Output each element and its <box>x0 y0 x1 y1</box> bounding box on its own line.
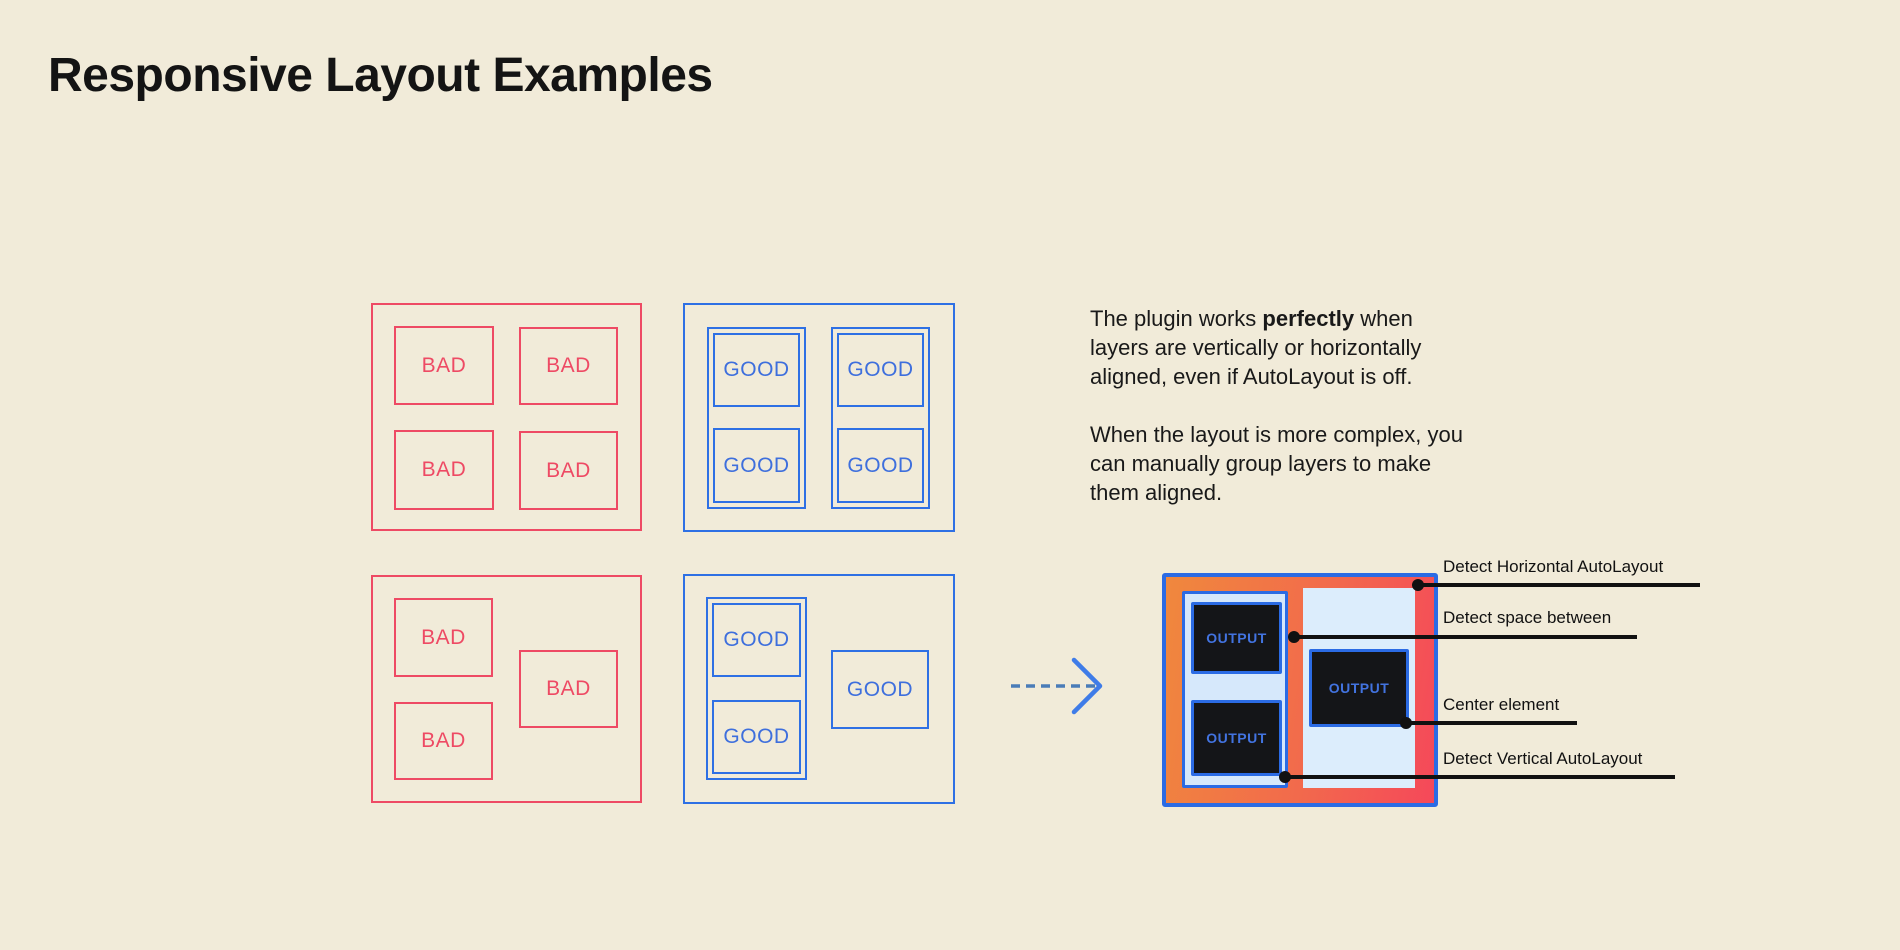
annotation-label: Detect Vertical AutoLayout <box>1443 749 1643 768</box>
annotation-line <box>1406 721 1577 725</box>
bad-box: BAD <box>394 430 494 510</box>
description-text: The plugin works perfectly when layers a… <box>1090 304 1570 507</box>
bad-grid-panel: BAD BAD BAD BAD <box>371 303 642 531</box>
annotation-dot <box>1412 579 1424 591</box>
good-box: GOOD <box>713 428 800 503</box>
annotation-line <box>1294 635 1637 639</box>
output-box: OUTPUT <box>1309 649 1409 727</box>
good-group: GOOD GOOD <box>706 597 807 780</box>
description-paragraph-1: The plugin works perfectly when layers a… <box>1090 306 1422 389</box>
annotation-line <box>1418 583 1700 587</box>
good-box: GOOD <box>712 700 801 774</box>
annotation-dot <box>1288 631 1300 643</box>
bold-word: perfectly <box>1262 306 1355 331</box>
page-title: Responsive Layout Examples <box>48 49 713 102</box>
annotation-label: Detect Horizontal AutoLayout <box>1443 557 1664 576</box>
good-free-panel: GOOD GOOD GOOD <box>683 574 955 804</box>
bad-box: BAD <box>394 326 494 405</box>
annotation-label: Center element <box>1443 695 1560 714</box>
bad-free-panel: BAD BAD BAD <box>371 575 642 803</box>
good-box: GOOD <box>837 428 924 503</box>
annotation-line <box>1285 775 1675 779</box>
bad-box: BAD <box>519 431 618 510</box>
good-group: GOOD GOOD <box>831 327 930 509</box>
bad-box: BAD <box>519 650 618 728</box>
bad-box: BAD <box>394 598 493 677</box>
bad-box: BAD <box>519 327 618 405</box>
good-box: GOOD <box>837 333 924 407</box>
good-group: GOOD GOOD <box>707 327 806 509</box>
annotation-label: Detect space between <box>1443 608 1612 627</box>
good-box: GOOD <box>713 333 800 407</box>
bad-box: BAD <box>394 702 493 780</box>
output-box: OUTPUT <box>1191 602 1282 674</box>
description-paragraph-2: When the layout is more complex, you can… <box>1090 422 1463 505</box>
good-grid-panel: GOOD GOOD GOOD GOOD <box>683 303 955 532</box>
good-box: GOOD <box>712 603 801 677</box>
annotation-dot <box>1279 771 1291 783</box>
center-element-panel: OUTPUT <box>1303 588 1415 788</box>
output-box: OUTPUT <box>1191 700 1282 776</box>
flow-arrow-icon <box>1011 657 1103 715</box>
vertical-autolayout-group: OUTPUT OUTPUT <box>1182 591 1288 788</box>
output-preview-frame: OUTPUT OUTPUT OUTPUT <box>1162 573 1438 807</box>
annotation-dot <box>1400 717 1412 729</box>
good-box: GOOD <box>831 650 929 729</box>
